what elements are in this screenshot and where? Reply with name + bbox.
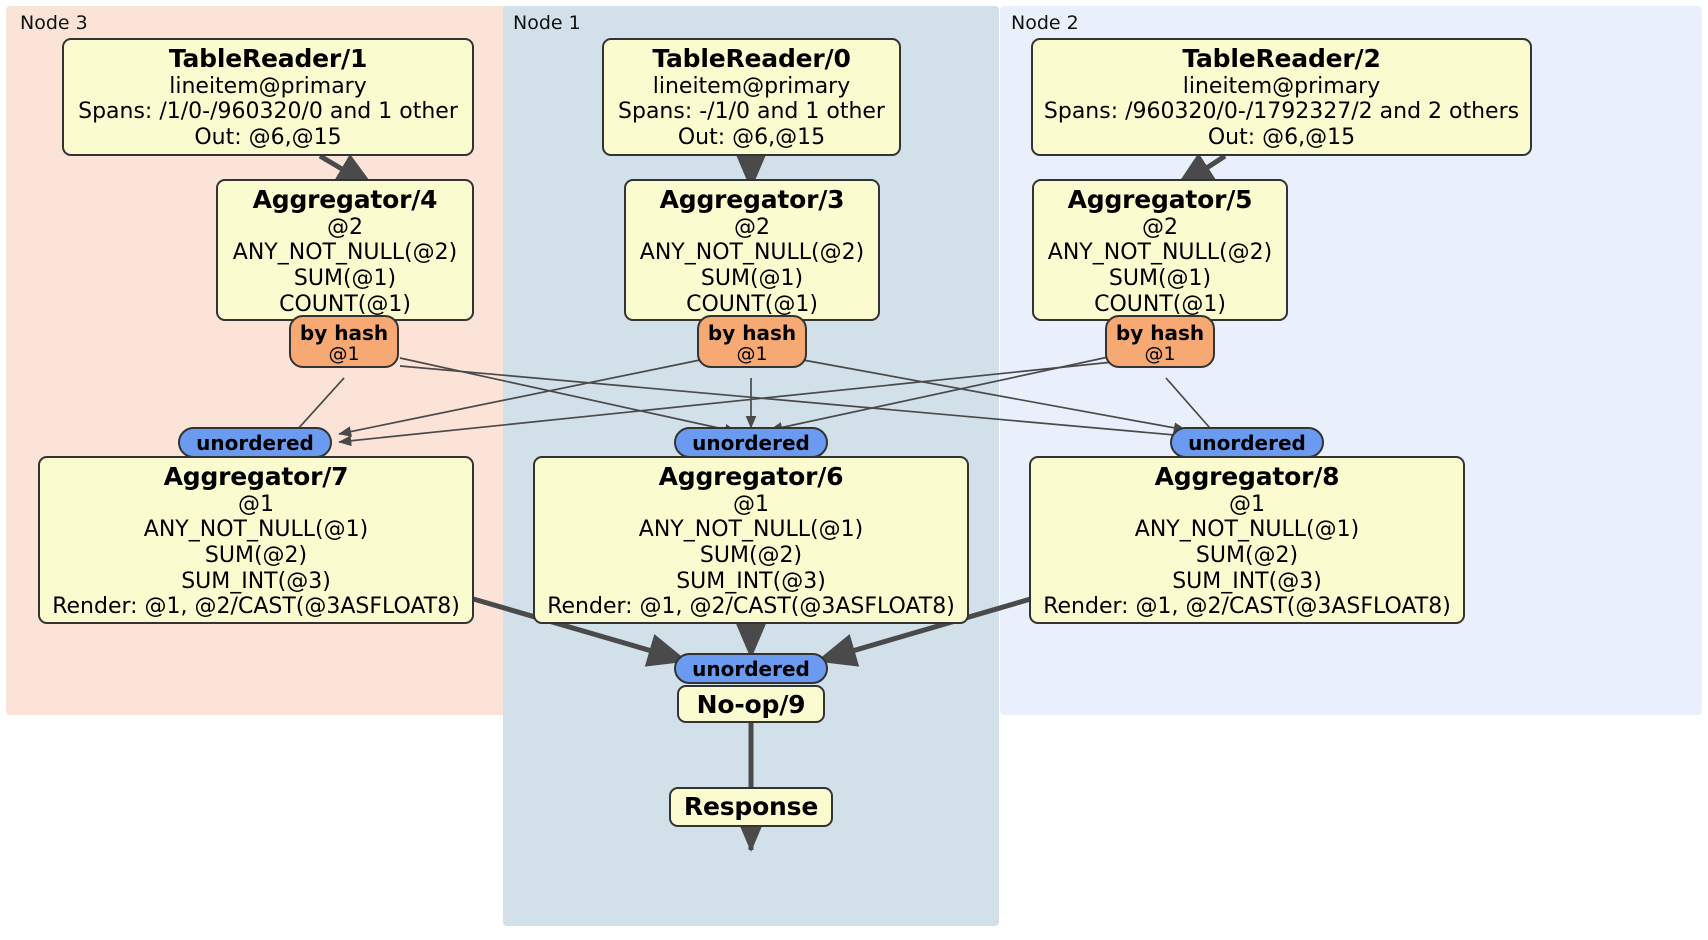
processor-line: SUM(@1)	[293, 265, 397, 291]
processor-line: COUNT(@1)	[1094, 291, 1226, 317]
processor-title: Aggregator/5	[1067, 185, 1253, 214]
processor-box-aggregator3[interactable]: Aggregator/3 @2 ANY_NOT_NULL(@2) SUM(@1)…	[624, 179, 880, 321]
processor-line: @2	[734, 214, 770, 240]
processor-line: SUM(@2)	[699, 542, 803, 568]
router-label: by hash	[1115, 321, 1205, 345]
processor-line: Render: @1, @2/CAST(@3ASFLOAT8)	[1043, 594, 1451, 620]
synchronizer-unordered-noop9[interactable]: unordered	[674, 653, 828, 684]
processor-line: SUM_INT(@3)	[676, 568, 826, 594]
processor-line: @1	[1229, 491, 1265, 517]
router-label: by hash	[299, 321, 389, 345]
processor-line: ANY_NOT_NULL(@1)	[143, 517, 369, 543]
processor-title: TableReader/2	[1182, 44, 1381, 73]
processor-box-response[interactable]: Response	[669, 787, 833, 827]
synchronizer-label: unordered	[692, 657, 810, 681]
processor-line: lineitem@primary	[652, 73, 851, 99]
processor-line: Out: @6,@15	[1207, 124, 1356, 150]
node-panel-label-node3: Node 3	[20, 12, 88, 34]
processor-line: Spans: /1/0-/960320/0 and 1 other	[78, 99, 458, 125]
processor-line: @1	[238, 491, 274, 517]
processor-box-aggregator6[interactable]: Aggregator/6 @1 ANY_NOT_NULL(@1) SUM(@2)…	[533, 456, 969, 624]
node-panel-label-node2: Node 2	[1011, 12, 1079, 34]
processor-title: Aggregator/6	[658, 462, 844, 491]
processor-line: ANY_NOT_NULL(@1)	[1134, 517, 1360, 543]
processor-line: SUM(@1)	[700, 265, 804, 291]
synchronizer-label: unordered	[1188, 431, 1306, 455]
processor-box-tablereader0[interactable]: TableReader/0 lineitem@primary Spans: -/…	[602, 38, 901, 156]
processor-box-noop9[interactable]: No-op/9	[677, 685, 825, 723]
processor-line: COUNT(@1)	[686, 291, 818, 317]
processor-box-aggregator7[interactable]: Aggregator/7 @1 ANY_NOT_NULL(@1) SUM(@2)…	[38, 456, 474, 624]
router-column: @1	[736, 343, 768, 366]
processor-line: Render: @1, @2/CAST(@3ASFLOAT8)	[547, 594, 955, 620]
processor-box-tablereader2[interactable]: TableReader/2 lineitem@primary Spans: /9…	[1031, 38, 1532, 156]
router-column: @1	[328, 343, 360, 366]
processor-box-aggregator4[interactable]: Aggregator/4 @2 ANY_NOT_NULL(@2) SUM(@1)…	[216, 179, 474, 321]
processor-line: @2	[327, 214, 363, 240]
processor-line: lineitem@primary	[169, 73, 367, 99]
processor-line: @2	[1142, 214, 1178, 240]
processor-line: SUM_INT(@3)	[181, 568, 331, 594]
synchronizer-unordered-aggregator8[interactable]: unordered	[1170, 427, 1324, 458]
router-by-hash-aggregator5[interactable]: by hash @1	[1105, 315, 1215, 368]
synchronizer-label: unordered	[196, 431, 314, 455]
processor-line: SUM(@2)	[204, 542, 308, 568]
processor-line: SUM(@1)	[1108, 265, 1212, 291]
processor-line: @1	[733, 491, 769, 517]
processor-title: No-op/9	[696, 690, 806, 719]
processor-line: Spans: -/1/0 and 1 other	[618, 99, 885, 125]
processor-line: Out: @6,@15	[194, 124, 342, 150]
processor-line: COUNT(@1)	[279, 291, 411, 317]
processor-title: Aggregator/4	[252, 185, 438, 214]
processor-line: Spans: /960320/0-/1792327/2 and 2 others	[1043, 99, 1520, 125]
processor-box-tablereader1[interactable]: TableReader/1 lineitem@primary Spans: /1…	[62, 38, 474, 156]
processor-box-aggregator5[interactable]: Aggregator/5 @2 ANY_NOT_NULL(@2) SUM(@1)…	[1032, 179, 1288, 321]
processor-line: ANY_NOT_NULL(@2)	[639, 240, 865, 266]
processor-box-aggregator8[interactable]: Aggregator/8 @1 ANY_NOT_NULL(@1) SUM(@2)…	[1029, 456, 1465, 624]
processor-title: Aggregator/7	[163, 462, 349, 491]
router-label: by hash	[707, 321, 797, 345]
processor-line: ANY_NOT_NULL(@2)	[1047, 240, 1273, 266]
processor-line: SUM_INT(@3)	[1172, 568, 1322, 594]
router-by-hash-aggregator3[interactable]: by hash @1	[697, 315, 807, 368]
processor-line: lineitem@primary	[1182, 73, 1381, 99]
processor-line: SUM(@2)	[1195, 542, 1299, 568]
processor-title: Aggregator/8	[1154, 462, 1340, 491]
synchronizer-unordered-aggregator6[interactable]: unordered	[674, 427, 828, 458]
processor-title: TableReader/1	[168, 44, 368, 73]
processor-title: Aggregator/3	[659, 185, 845, 214]
processor-title: Response	[683, 792, 819, 821]
processor-line: ANY_NOT_NULL(@2)	[232, 240, 458, 266]
processor-line: Out: @6,@15	[677, 124, 826, 150]
synchronizer-unordered-aggregator7[interactable]: unordered	[178, 427, 332, 458]
router-by-hash-aggregator4[interactable]: by hash @1	[289, 315, 399, 368]
router-column: @1	[1144, 343, 1176, 366]
processor-title: TableReader/0	[652, 44, 851, 73]
node-panel-label-node1: Node 1	[513, 12, 581, 34]
processor-line: Render: @1, @2/CAST(@3ASFLOAT8)	[52, 594, 460, 620]
processor-line: ANY_NOT_NULL(@1)	[638, 517, 864, 543]
synchronizer-label: unordered	[692, 431, 810, 455]
